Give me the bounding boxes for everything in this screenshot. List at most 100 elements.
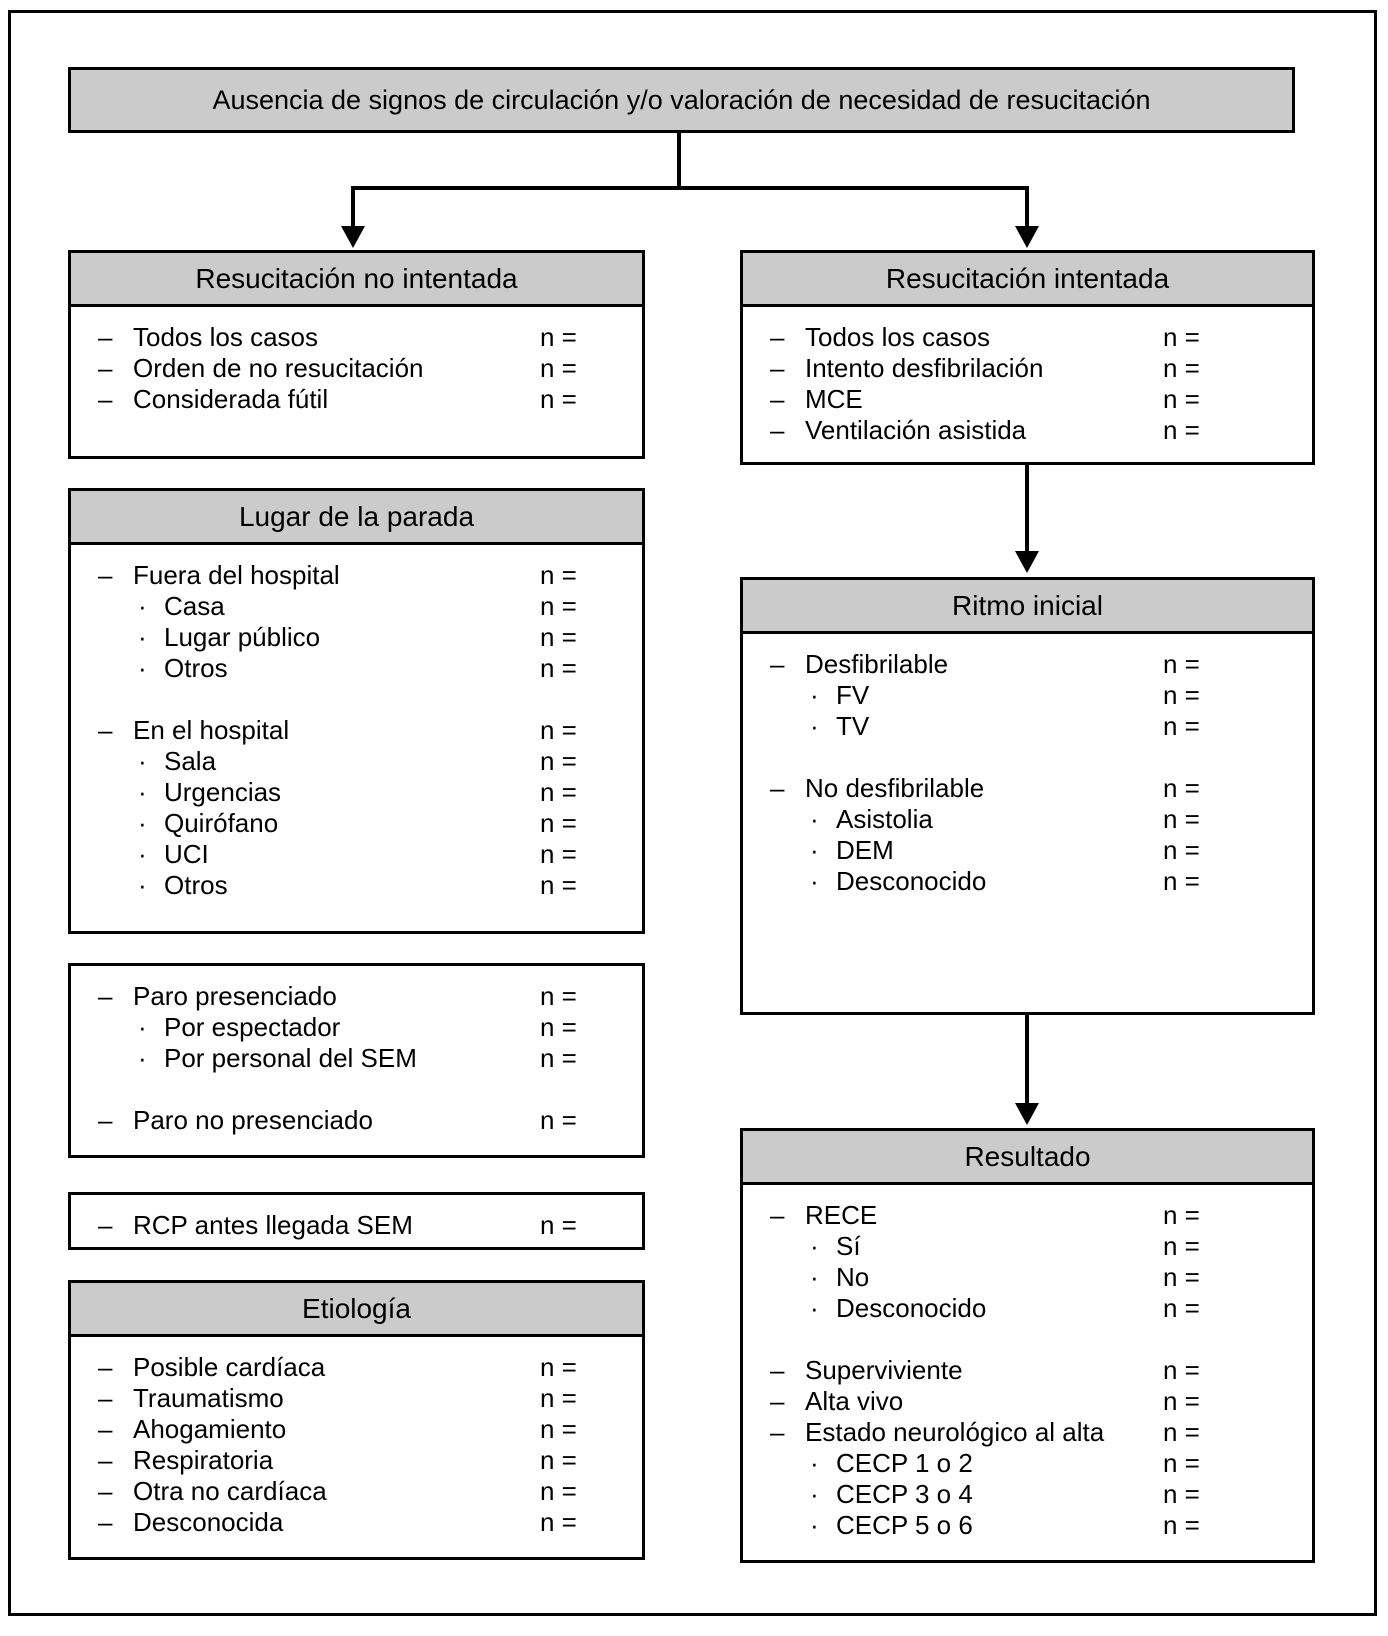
row-label: Otra no cardíaca [133, 1476, 327, 1506]
dot-bullet: · [138, 839, 147, 869]
n-equals-slot: n = [540, 981, 577, 1011]
n-equals-slot: n = [1163, 649, 1200, 679]
dot-bullet: · [138, 622, 147, 652]
dash-bullet: – [770, 773, 785, 803]
connector-top-stem [677, 130, 681, 188]
dot-bullet: · [810, 1231, 819, 1261]
n-equals-slot: n = [540, 353, 577, 383]
dash-bullet: – [98, 560, 113, 590]
dot-bullet: · [810, 680, 819, 710]
box-header: Ritmo inicial [743, 580, 1312, 634]
n-equals-slot: n = [1163, 1417, 1200, 1447]
dot-bullet: · [810, 866, 819, 896]
row-label: Respiratoria [133, 1445, 274, 1475]
n-equals-slot: n = [1163, 773, 1200, 803]
n-equals-slot: n = [540, 1507, 577, 1537]
n-equals-slot: n = [540, 1383, 577, 1413]
row-label: Otros [164, 653, 228, 683]
n-equals-slot: n = [540, 715, 577, 745]
arrow-down-icon [1015, 551, 1039, 573]
row-label: Paro no presenciado [133, 1105, 373, 1135]
flow-row: –RCP antes llegada SEM n = [71, 1210, 642, 1241]
row-label: RCP antes llegada SEM [133, 1210, 413, 1240]
n-equals-slot: n = [1163, 804, 1200, 834]
dash-bullet: – [770, 322, 785, 352]
dot-bullet: · [138, 808, 147, 838]
row-label: Intento desfibrilación [805, 353, 1044, 383]
flow-row: –En el hospital n = [71, 715, 642, 746]
n-equals-slot: n = [540, 384, 577, 414]
dash-bullet: – [98, 715, 113, 745]
connector-left-branch [351, 186, 355, 228]
n-equals-slot: n = [540, 1012, 577, 1042]
flow-box-l4: –RCP antes llegada SEM n = [68, 1192, 645, 1250]
n-equals-slot: n = [1163, 1479, 1200, 1509]
row-label: Asistolia [836, 804, 933, 834]
row-label: En el hospital [133, 715, 290, 745]
n-equals-slot: n = [540, 1210, 577, 1240]
dash-bullet: – [98, 1210, 113, 1240]
arrow-down-icon [1015, 226, 1039, 248]
n-equals-slot: n = [540, 1352, 577, 1382]
row-label: Posible cardíaca [133, 1352, 326, 1382]
dot-bullet: · [138, 591, 147, 621]
row-label: Por personal del SEM [164, 1043, 417, 1073]
box-header: Resucitación intentada [743, 253, 1312, 307]
dot-bullet: · [138, 1043, 147, 1073]
dash-bullet: – [98, 1476, 113, 1506]
row-label: Quirófano [164, 808, 279, 838]
dash-bullet: – [98, 353, 113, 383]
arrow-down-icon [341, 226, 365, 248]
dash-bullet: – [98, 322, 113, 352]
row-label: Sala [164, 746, 217, 776]
row-label: CECP 5 o 6 [836, 1510, 973, 1540]
n-equals-slot: n = [540, 1445, 577, 1475]
n-equals-slot: n = [1163, 1262, 1200, 1292]
dot-bullet: · [810, 1510, 819, 1540]
row-label: Todos los casos [805, 322, 990, 352]
row-label: Considerada fútil [133, 384, 329, 414]
n-equals-slot: n = [540, 560, 577, 590]
dash-bullet: – [98, 981, 113, 1011]
row-label: Todos los casos [133, 322, 318, 352]
dash-bullet: – [770, 384, 785, 414]
dash-bullet: – [770, 353, 785, 383]
n-equals-slot: n = [1163, 1200, 1200, 1230]
row-label: Paro presenciado [133, 981, 337, 1011]
n-equals-slot: n = [1163, 353, 1200, 383]
row-label: Lugar público [164, 622, 321, 652]
connector-right-branch [1025, 186, 1029, 228]
row-label: Traumatismo [133, 1383, 284, 1413]
box-header: Etiología [71, 1283, 642, 1337]
